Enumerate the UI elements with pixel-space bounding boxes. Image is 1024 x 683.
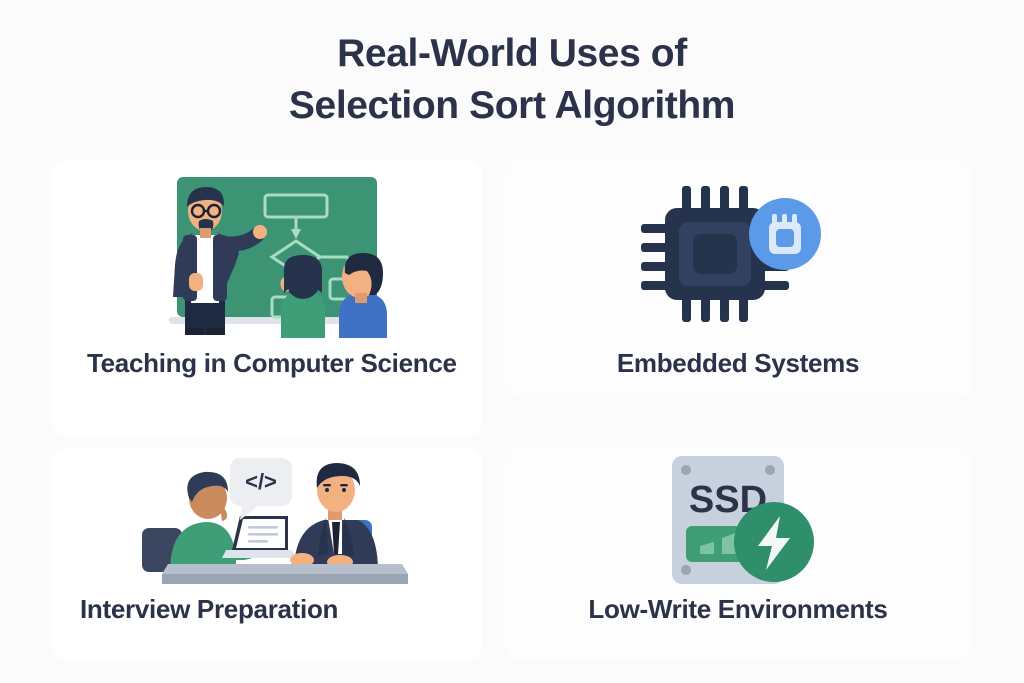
code-speech-bubble: </> [230,458,292,520]
interview-illustration: </> [52,450,482,590]
teacher-figure [173,187,267,335]
desk [162,564,408,584]
ssd-drive-with-lightning-badge-icon: SSD [672,456,814,584]
card-teaching-in-computer-science[interactable]: Teaching in Computer Science [52,160,482,436]
card-low-write-environments[interactable]: SSD Low-Write Environments [505,448,971,660]
classroom-teacher-chalkboard-flowchart-icon [169,177,387,338]
classroom-illustration [52,168,482,338]
card-interview-preparation[interactable]: </> [52,448,482,660]
microchip-illustration [505,168,971,338]
title-line-1: Real-World Uses of [337,32,687,75]
interviewer-figure [290,463,378,572]
ssd-illustration: SSD [505,450,971,590]
code-glyph: </> [245,469,277,494]
card-embedded-systems[interactable]: Embedded Systems [505,160,971,398]
microchip-with-memory-badge-icon [641,186,821,322]
card-label-embedded: Embedded Systems [616,348,860,378]
card-label-low-write: Low-Write Environments [588,594,888,624]
lightning-bolt-glyph [758,516,790,570]
student-green-figure [280,255,325,338]
page-title: Real-World Uses of Selection Sort Algori… [0,28,1024,132]
laptop [222,516,296,558]
student-blue-figure [339,253,387,338]
card-label-teaching: Teaching in Computer Science [87,348,457,378]
use-case-grid: Teaching in Computer Science [37,160,987,660]
card-label-interview: Interview Preparation [80,594,339,624]
two-people-desk-laptop-code-bubble-icon: </> [142,458,408,584]
title-line-2: Selection Sort Algorithm [288,84,736,127]
